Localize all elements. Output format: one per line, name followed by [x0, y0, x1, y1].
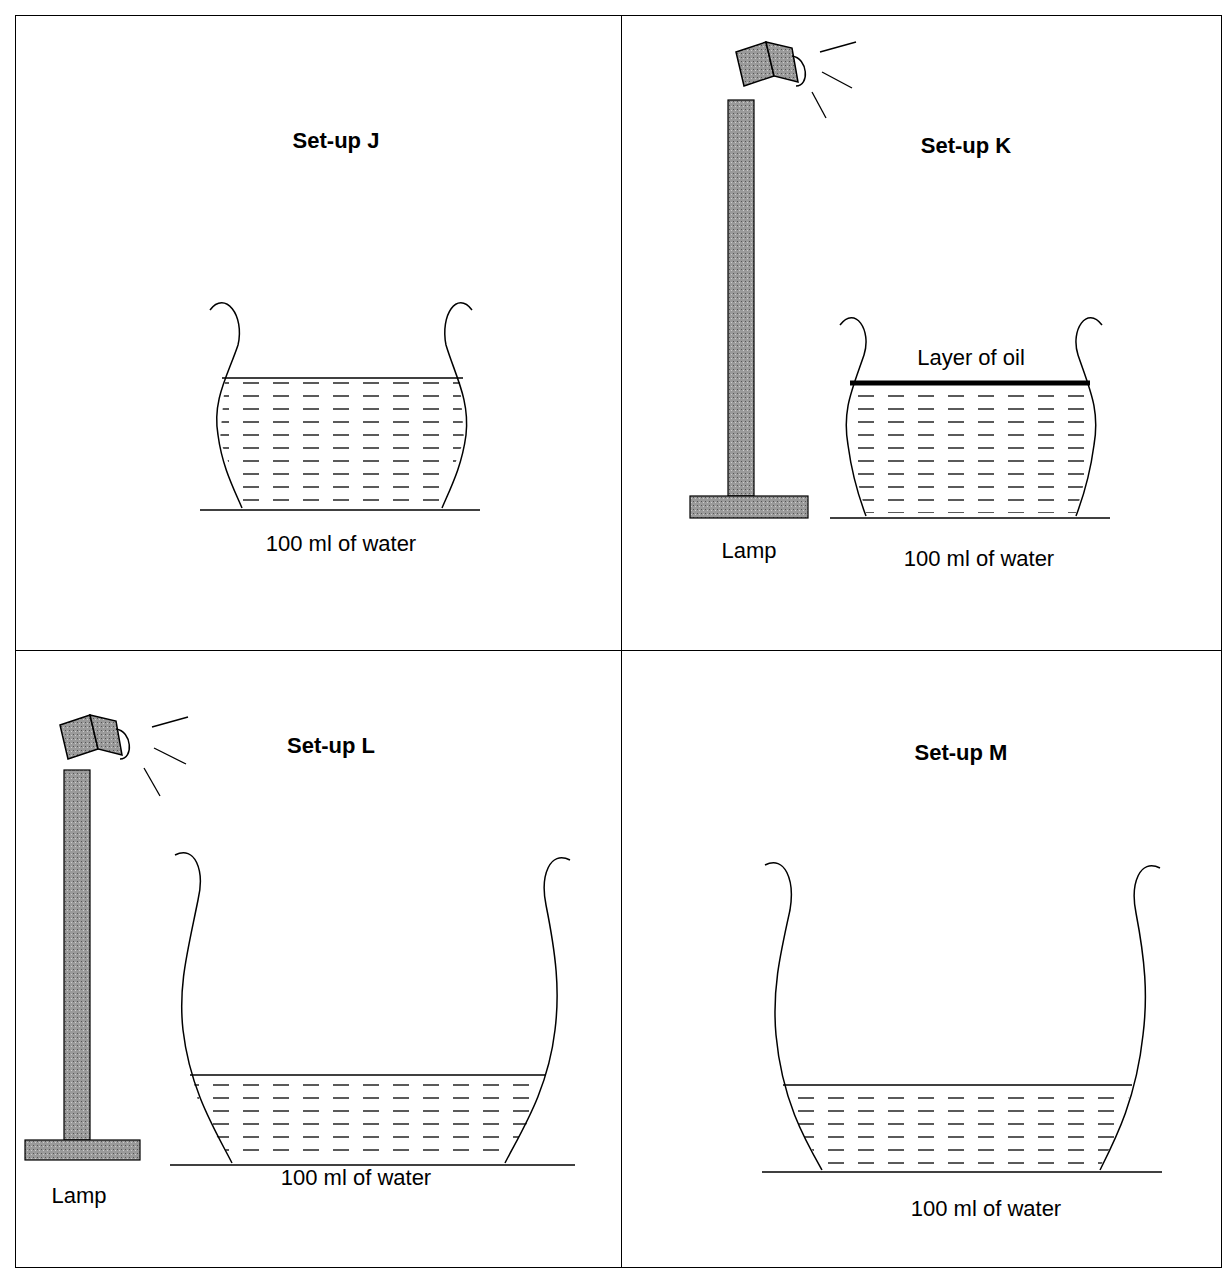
setup-panel: Set-up K Layer of oilLamp 100 ml of water	[621, 15, 1222, 651]
lamp-label: Lamp	[721, 538, 776, 564]
vessel-m	[762, 863, 1162, 1172]
water-m	[786, 1089, 1130, 1167]
lamp-k	[690, 42, 856, 518]
water-label: 100 ml of water	[904, 546, 1054, 572]
water-l	[193, 1079, 542, 1160]
setup-panel: Set-up J 100 ml of water	[15, 15, 622, 651]
water-label: 100 ml of water	[266, 531, 416, 557]
setup-title: Set-up J	[293, 128, 380, 154]
setup-title: Set-up L	[287, 733, 375, 759]
water-label: 100 ml of water	[281, 1165, 431, 1191]
vessel-l	[170, 853, 575, 1165]
annotation: Layer of oil	[917, 345, 1025, 371]
water-k	[848, 390, 1094, 513]
water-j	[220, 382, 464, 504]
setup-panel: Set-up M 100 ml of water	[621, 650, 1222, 1268]
vessel-j	[200, 303, 480, 510]
setup-title: Set-up M	[915, 740, 1008, 766]
lamp-label: Lamp	[51, 1183, 106, 1209]
setup-panel: Set-up L Lamp 100 ml of water	[15, 650, 622, 1268]
lamp-l	[25, 715, 188, 1160]
setup-title: Set-up K	[921, 133, 1011, 159]
vessel-k	[830, 318, 1110, 518]
water-label: 100 ml of water	[911, 1196, 1061, 1222]
